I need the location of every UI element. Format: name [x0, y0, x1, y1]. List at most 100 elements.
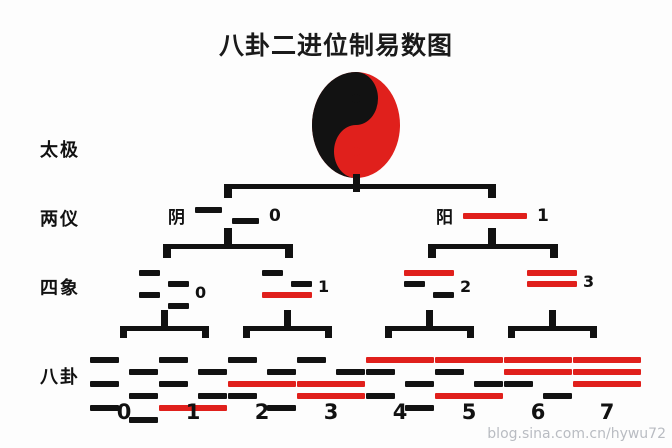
- liangyi-item-yang[interactable]: 阳 1: [436, 203, 549, 229]
- yao-broken: [195, 207, 259, 213]
- yao-solid: [435, 357, 503, 363]
- connector-l3-horizontal-c: [385, 326, 474, 331]
- bagua-item-3[interactable]: [297, 357, 365, 405]
- bagua-glyph-0: [90, 357, 158, 423]
- sixiang-glyph-3: [527, 270, 577, 292]
- yao-broken: [159, 357, 227, 363]
- bagua-item-5[interactable]: [435, 357, 503, 405]
- bagua-item-0[interactable]: [90, 357, 158, 429]
- bagua-glyph-3: [297, 357, 365, 399]
- yao-broken: [139, 281, 189, 287]
- yao-broken: [297, 369, 365, 375]
- connector-l3-drop-7: [590, 326, 597, 338]
- connector-l3-drop-2: [243, 326, 250, 338]
- connector-l3-stem-b: [284, 310, 291, 326]
- liangyi-number-0: 0: [269, 205, 281, 226]
- connector-l2-right-horizontal: [428, 244, 558, 249]
- yao-broken: [90, 369, 158, 375]
- connector-l2-left-stem: [224, 228, 232, 244]
- yao-broken: [262, 270, 312, 276]
- yao-broken: [504, 381, 572, 387]
- yao-solid: [404, 270, 454, 276]
- yao-broken: [90, 417, 158, 423]
- connector-l1-right-drop: [488, 184, 496, 198]
- yao-broken: [228, 405, 296, 411]
- bagua-item-4[interactable]: [366, 357, 434, 417]
- connector-l2-right-drop-b: [550, 244, 558, 258]
- liangyi-glyph-yang: [463, 212, 527, 219]
- connector-l3-stem-d: [549, 310, 556, 326]
- yao-broken: [228, 357, 296, 363]
- connector-l3-drop-6: [508, 326, 515, 338]
- sixiang-glyph-2: [404, 270, 454, 303]
- connector-l3-horizontal-d: [508, 326, 597, 331]
- yao-broken: [366, 369, 434, 375]
- liangyi-item-yin[interactable]: 阴 0: [168, 203, 281, 229]
- yao-broken: [435, 369, 503, 375]
- sixiang-item-0[interactable]: 0: [139, 270, 206, 314]
- taiji-yinyang-icon: [312, 72, 400, 178]
- bagua-number-4: 4: [392, 400, 408, 424]
- liangyi-glyph-yin: [195, 207, 259, 224]
- connector-l2-right-stem: [488, 228, 496, 244]
- connector-l3-stem-a: [161, 310, 168, 326]
- sixiang-item-2[interactable]: 2: [404, 270, 471, 303]
- sixiang-number-3: 3: [583, 271, 595, 291]
- connector-l2-right-drop-a: [428, 244, 436, 258]
- yao-broken: [435, 381, 503, 387]
- bagua-item-7[interactable]: [573, 357, 641, 393]
- yao-broken: [195, 218, 259, 224]
- yao-solid: [228, 381, 296, 387]
- connector-l3-drop-0: [120, 326, 127, 338]
- bagua-item-6[interactable]: [504, 357, 572, 405]
- sixiang-glyph-1: [262, 270, 312, 303]
- yao-solid: [573, 369, 641, 375]
- page-title: 八卦二进位制易数图: [218, 31, 453, 60]
- yao-solid: [366, 357, 434, 363]
- bagua-number-6: 6: [530, 400, 546, 424]
- bagua-item-2[interactable]: [228, 357, 296, 417]
- bagua-glyph-7: [573, 357, 641, 387]
- yao-solid: [504, 369, 572, 375]
- taiji-symbol-container: [310, 70, 402, 192]
- connector-l1-left-drop: [224, 184, 232, 198]
- row-label-taiji: 太极: [40, 140, 80, 161]
- yao-broken: [366, 405, 434, 411]
- bagua-glyph-4: [366, 357, 434, 411]
- yao-solid: [527, 270, 577, 276]
- bagua-number-1: 1: [185, 400, 201, 424]
- bagua-number-7: 7: [599, 400, 615, 424]
- yao-broken: [228, 393, 296, 399]
- yao-broken: [159, 381, 227, 387]
- bagua-item-1[interactable]: [159, 357, 227, 417]
- yao-solid: [262, 292, 312, 298]
- yao-solid: [463, 212, 527, 219]
- connector-l3-drop-5: [467, 326, 474, 338]
- connector-l3-horizontal-a: [120, 326, 209, 331]
- yao-broken: [366, 381, 434, 387]
- connector-l2-left-horizontal: [163, 244, 293, 249]
- row-label-liangyi: 两仪: [40, 209, 80, 230]
- bagua-glyph-2: [228, 357, 296, 411]
- connector-l2-left-drop-a: [163, 244, 171, 258]
- row-label-bagua: 八卦: [40, 367, 80, 388]
- sixiang-number-2: 2: [460, 277, 472, 296]
- yao-broken: [262, 281, 312, 287]
- yao-broken: [90, 357, 158, 363]
- connector-l1-horizontal: [224, 184, 496, 189]
- yao-solid: [297, 393, 365, 399]
- yao-broken: [404, 292, 454, 298]
- connector-l3-horizontal-b: [243, 326, 332, 331]
- yao-broken: [504, 393, 572, 399]
- sixiang-item-3[interactable]: 3: [527, 270, 594, 292]
- watermark-text: blog.sina.com.cn/hywu72: [487, 426, 666, 442]
- bagua-glyph-6: [504, 357, 572, 399]
- row-label-sixiang: 四象: [40, 278, 80, 299]
- liangyi-name-yin: 阴: [168, 208, 185, 228]
- sixiang-number-1: 1: [318, 277, 330, 296]
- connector-l3-stem-c: [426, 310, 433, 326]
- sixiang-item-1[interactable]: 1: [262, 270, 329, 303]
- yao-solid: [297, 381, 365, 387]
- bagua-glyph-5: [435, 357, 503, 399]
